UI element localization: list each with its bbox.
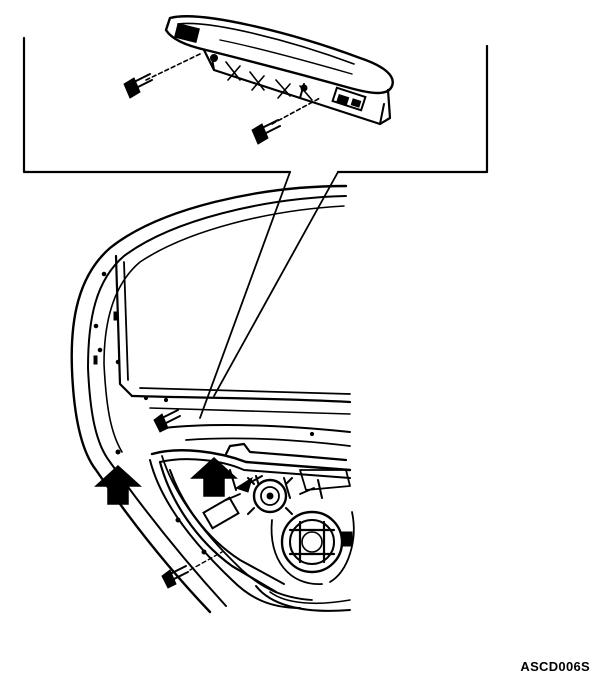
door-handle-icon <box>164 15 394 126</box>
arrow-up-icon <box>190 456 238 497</box>
speaker-icon <box>270 510 355 585</box>
bolt-icon <box>251 97 321 145</box>
regulator-icon <box>150 442 352 594</box>
arrow-icon <box>234 475 263 493</box>
bolt-icon <box>153 409 181 433</box>
door-frame-icon <box>70 184 352 614</box>
door-lower-edge <box>255 585 351 612</box>
bolt-icon <box>123 53 201 99</box>
detail-callout-frame <box>22 36 489 419</box>
figure-reference-code: ASCD006S <box>520 659 590 674</box>
arrow-up-icon <box>94 464 142 505</box>
motor-icon <box>225 477 315 515</box>
